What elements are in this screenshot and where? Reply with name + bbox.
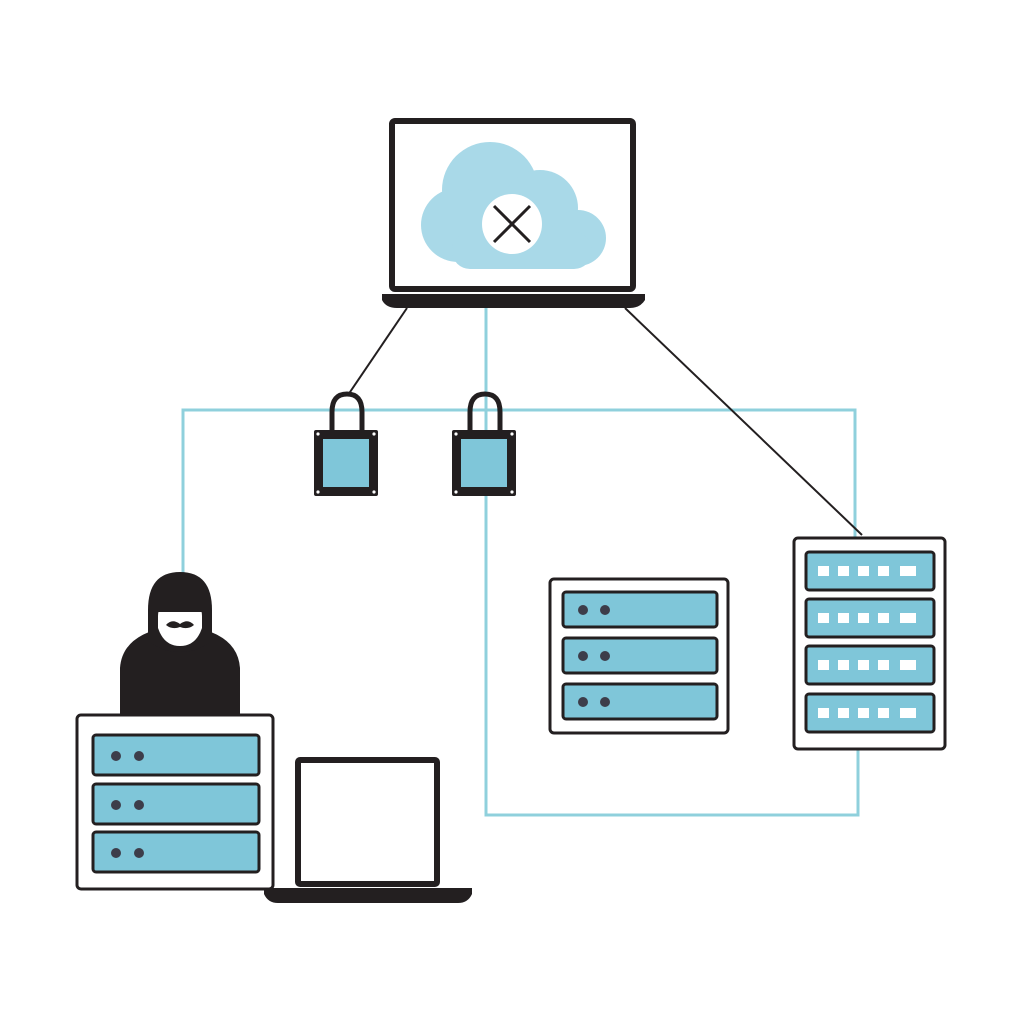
server-unit bbox=[561, 682, 719, 721]
server-unit bbox=[804, 692, 936, 734]
server-rack-icon bbox=[548, 577, 730, 735]
padlock-shackle bbox=[467, 391, 503, 432]
server-unit bbox=[804, 550, 936, 592]
connection-line-left bbox=[347, 307, 408, 396]
laptop-base bbox=[264, 888, 472, 903]
connection-line-right bbox=[624, 307, 863, 536]
padlock-icon bbox=[452, 391, 516, 496]
server-unit bbox=[91, 733, 261, 777]
network-lines bbox=[181, 308, 860, 817]
server-rack-icon bbox=[792, 536, 947, 751]
padlock-icon bbox=[314, 391, 378, 496]
network-line-inner bbox=[484, 308, 860, 817]
laptop-screen bbox=[295, 757, 440, 887]
x-mark-icon bbox=[482, 194, 542, 254]
network-line-outer bbox=[181, 408, 857, 585]
laptop-icon bbox=[264, 757, 472, 903]
server-unit bbox=[561, 636, 719, 675]
padlock-window bbox=[459, 437, 509, 489]
hacker-icon bbox=[120, 572, 240, 718]
hacker-mask bbox=[156, 598, 204, 612]
server-rack-icon bbox=[75, 713, 275, 891]
server-unit bbox=[804, 644, 936, 686]
server-unit bbox=[91, 830, 261, 874]
padlock-shackle bbox=[329, 391, 365, 432]
server-unit bbox=[561, 590, 719, 629]
hacker-body bbox=[120, 630, 240, 718]
hacker-mustache bbox=[166, 621, 194, 629]
laptop-icon bbox=[382, 118, 645, 308]
server-unit bbox=[91, 782, 261, 826]
laptop-base bbox=[382, 294, 645, 308]
connection-lines bbox=[347, 307, 863, 536]
server-unit bbox=[804, 597, 936, 639]
padlock-window bbox=[321, 437, 371, 489]
